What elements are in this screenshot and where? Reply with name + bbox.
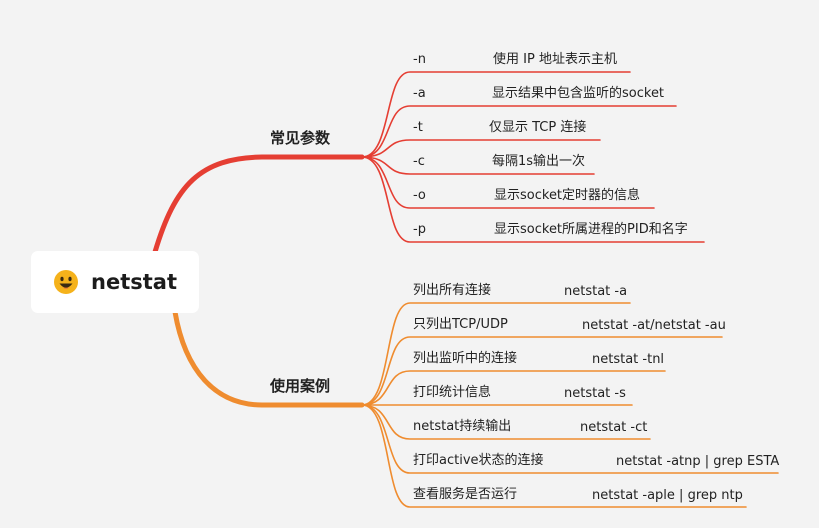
param-value[interactable]: 显示socket定时器的信息 — [494, 188, 641, 203]
branch-label-common-params[interactable]: 常见参数 — [270, 129, 331, 147]
case-key[interactable]: 列出监听中的连接 — [413, 351, 518, 366]
connector-line — [361, 404, 747, 508]
connector-line — [361, 139, 601, 158]
case-key[interactable]: 打印active状态的连接 — [413, 453, 544, 468]
case-command[interactable]: netstat -atnp | grep ESTA — [616, 454, 780, 469]
case-command[interactable]: netstat -a — [564, 284, 628, 299]
case-command[interactable]: netstat -aple | grep ntp — [592, 488, 743, 503]
connector-line — [361, 302, 631, 406]
connector-line — [361, 370, 666, 406]
root-title: netstat — [91, 270, 177, 294]
trunk-line — [152, 154, 365, 255]
case-key[interactable]: netstat持续输出 — [413, 419, 512, 434]
case-command[interactable]: netstat -tnl — [592, 352, 665, 367]
param-key[interactable]: -t — [413, 120, 423, 135]
param-key[interactable]: -a — [413, 86, 426, 101]
connector-line — [361, 404, 651, 440]
param-value[interactable]: 仅显示 TCP 连接 — [489, 120, 587, 135]
connector-line — [361, 105, 677, 158]
param-key[interactable]: -p — [413, 222, 426, 237]
param-key[interactable]: -c — [413, 154, 425, 169]
connector-line — [361, 156, 595, 175]
param-value[interactable]: 使用 IP 地址表示主机 — [493, 52, 617, 67]
param-value[interactable]: 每隔1s输出一次 — [492, 154, 586, 169]
param-value[interactable]: 显示socket所属进程的PID和名字 — [494, 222, 688, 237]
root-node[interactable]: netstat — [31, 251, 199, 313]
param-key[interactable]: -n — [413, 52, 426, 67]
param-key[interactable]: -o — [413, 188, 426, 203]
connector-line — [361, 156, 705, 243]
connector-line — [361, 71, 631, 158]
param-value[interactable]: 显示结果中包含监听的socket — [492, 86, 665, 101]
case-key[interactable]: 只列出TCP/UDP — [413, 317, 508, 332]
case-key[interactable]: 打印统计信息 — [413, 385, 492, 400]
grinning-face-icon — [54, 270, 78, 294]
trunk-line — [172, 309, 365, 408]
case-command[interactable]: netstat -at/netstat -au — [582, 318, 726, 333]
connector-line — [361, 156, 655, 209]
case-command[interactable]: netstat -s — [564, 386, 626, 401]
case-key[interactable]: 列出所有连接 — [413, 283, 492, 298]
case-command[interactable]: netstat -ct — [580, 420, 648, 435]
connector-line — [361, 336, 723, 406]
branch-label-use-cases[interactable]: 使用案例 — [270, 377, 331, 395]
case-key[interactable]: 查看服务是否运行 — [413, 487, 518, 502]
